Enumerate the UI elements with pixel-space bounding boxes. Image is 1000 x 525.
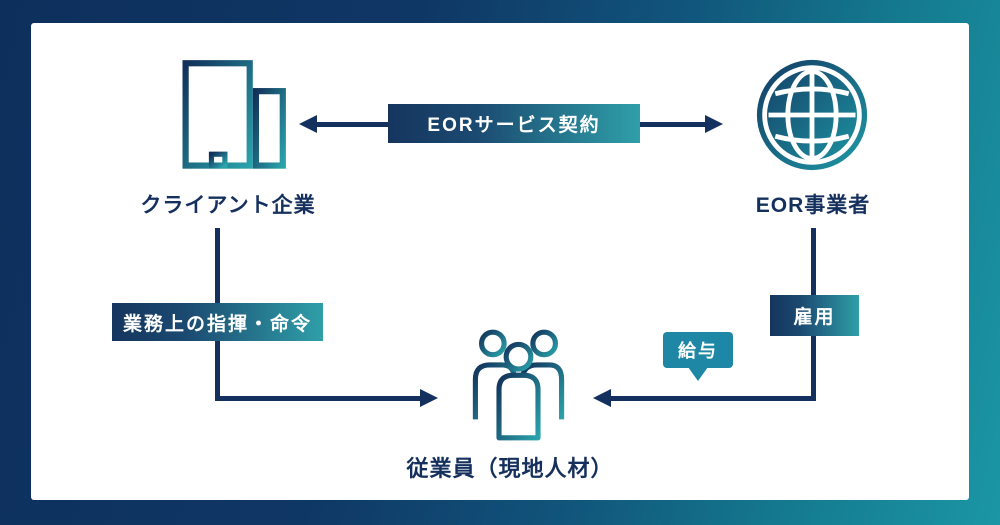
direction-orders-label: 業務上の指揮・命令 bbox=[112, 303, 323, 341]
people-icon bbox=[461, 326, 576, 444]
arrowhead-left-icon bbox=[593, 389, 611, 407]
diagram-card: クライアント企業 EOR事業者 EORサービス契約 業務上 bbox=[31, 23, 969, 500]
service-contract-line-left bbox=[315, 122, 388, 127]
employment-label: 雇用 bbox=[770, 295, 859, 336]
service-contract-label: EORサービス契約 bbox=[388, 104, 640, 143]
employee-node-label: 従業員（現地人材） bbox=[406, 456, 614, 481]
arrowhead-right-icon bbox=[420, 389, 438, 407]
building-icon bbox=[165, 56, 291, 178]
salary-bubble-tail-icon bbox=[688, 367, 708, 381]
client-node-label: クライアント企業 bbox=[140, 194, 316, 217]
eor-node-label: EOR事業者 bbox=[755, 194, 871, 217]
arrowhead-left-icon bbox=[299, 115, 317, 133]
globe-icon bbox=[754, 57, 870, 173]
client-employee-hline bbox=[215, 396, 421, 401]
arrowhead-right-icon bbox=[705, 115, 723, 133]
salary-bubble: 給与 bbox=[663, 332, 733, 368]
eor-employee-hline bbox=[610, 396, 816, 401]
service-contract-line-right bbox=[640, 122, 707, 127]
